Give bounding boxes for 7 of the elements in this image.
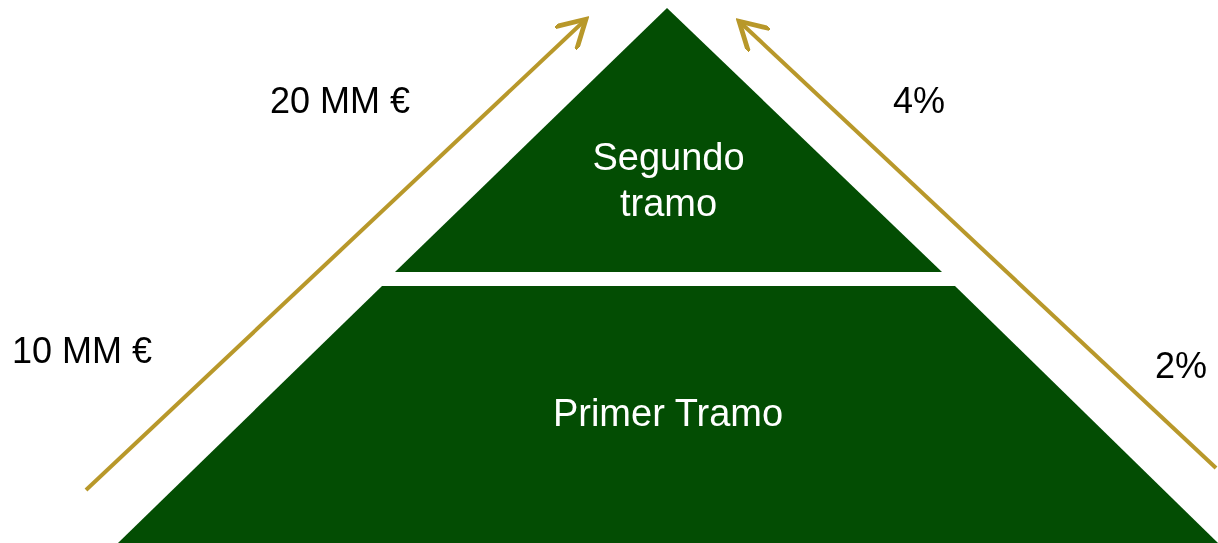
scale-value: 20 MM € bbox=[270, 80, 411, 122]
tier-label: Primer Tramo bbox=[551, 391, 785, 436]
tier-label: Segundo tramo bbox=[591, 135, 746, 226]
pyramid-base-tier bbox=[118, 286, 1218, 543]
scale-value: 2% bbox=[1155, 345, 1208, 387]
scale-value: 10 MM € bbox=[12, 330, 153, 372]
scale-value: 4% bbox=[893, 80, 946, 122]
